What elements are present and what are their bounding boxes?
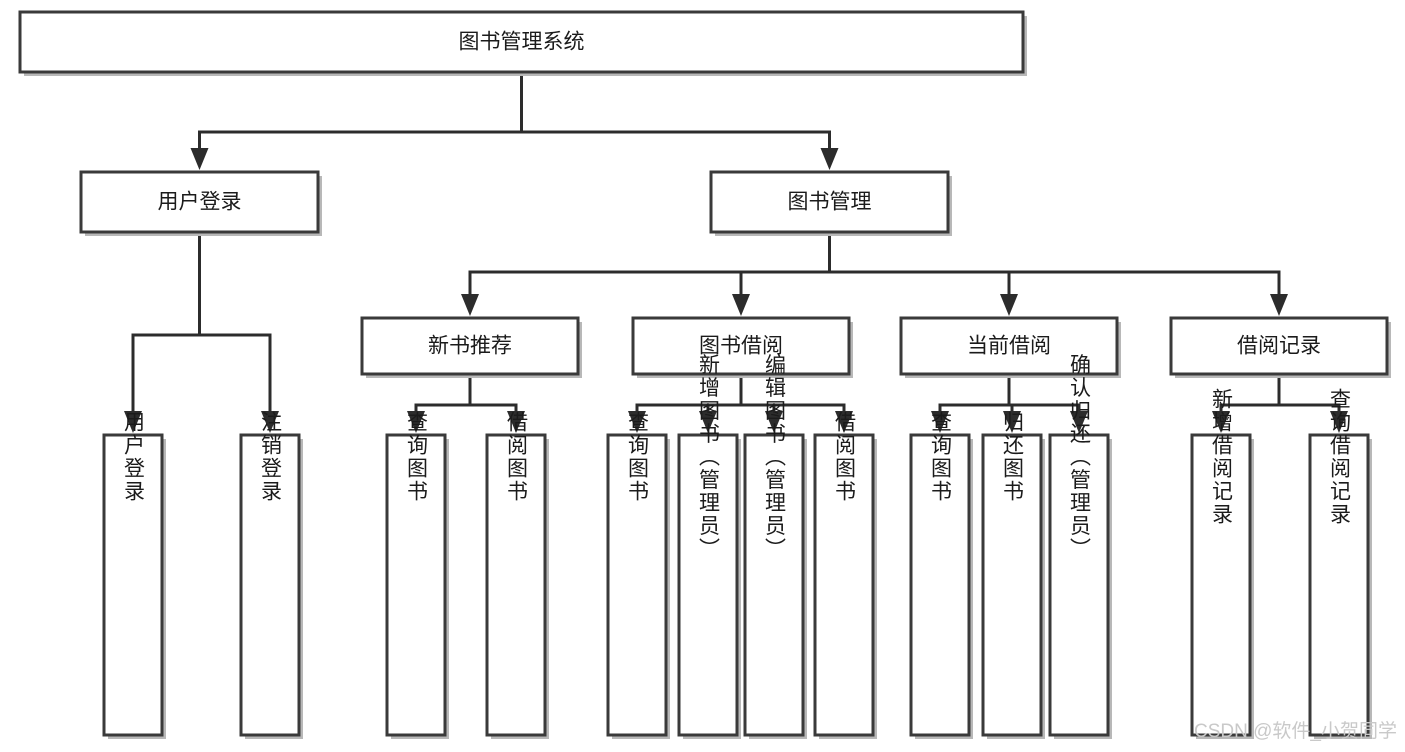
node-label: 借阅图书	[833, 411, 857, 503]
connector-arrowhead	[1000, 294, 1018, 316]
node-label: 图书管理系统	[459, 31, 585, 54]
connector-arrowhead	[1270, 294, 1288, 316]
node-rect[interactable]	[606, 433, 668, 737]
node-label: 用户登录	[122, 411, 146, 503]
connector-arrowhead	[835, 411, 853, 433]
node-label: 借阅图书	[505, 411, 529, 503]
connector-arrowhead	[461, 294, 479, 316]
node-rect[interactable]	[1169, 316, 1389, 376]
node-rect[interactable]	[385, 433, 447, 737]
node-current-borrow[interactable]: 当前借阅	[899, 316, 1121, 378]
node-rect[interactable]	[1308, 433, 1370, 737]
connector-arrowhead	[407, 411, 425, 433]
connector-arrowhead	[1330, 411, 1348, 433]
node-leaf-user-logout[interactable]: 注销登录	[239, 411, 303, 739]
watermark-text: CSDN @软件_小贺同学	[1194, 721, 1397, 742]
node-borrow-record[interactable]: 借阅记录	[1169, 316, 1391, 378]
node-rect[interactable]	[79, 170, 320, 234]
node-leaf-return-book[interactable]: 归还图书	[981, 411, 1045, 739]
node-rect[interactable]	[743, 433, 805, 737]
connector-layer	[124, 70, 1348, 433]
node-label: 查询图书	[929, 411, 953, 503]
node-rect[interactable]	[631, 316, 851, 376]
node-rect[interactable]	[102, 433, 164, 737]
node-leaf-query-book-cur[interactable]: 查询图书	[909, 411, 973, 739]
node-leaf-borrow-book-rec[interactable]: 借阅图书	[485, 411, 549, 739]
node-rect[interactable]	[813, 433, 875, 737]
node-new-book-recommend[interactable]: 新书推荐	[360, 316, 582, 378]
node-leaf-borrow-book[interactable]: 借阅图书	[813, 411, 877, 739]
node-layer: 图书管理系统用户登录图书管理新书推荐图书借阅当前借阅借阅记录用户登录注销登录查询…	[18, 10, 1391, 740]
node-book-borrow[interactable]: 图书借阅	[631, 316, 853, 378]
node-book-manage[interactable]: 图书管理	[709, 170, 952, 236]
node-leaf-add-record[interactable]: 新增借阅记录	[1190, 388, 1254, 739]
node-leaf-confirm-return[interactable]: 确认归还（管理员）	[1048, 354, 1112, 740]
node-rect[interactable]	[909, 433, 971, 737]
node-label: 借阅记录	[1237, 335, 1321, 358]
connector-arrowhead	[1003, 411, 1021, 433]
node-label: 新书推荐	[428, 335, 512, 358]
node-rect[interactable]	[709, 170, 950, 234]
node-leaf-user-login[interactable]: 用户登录	[102, 411, 166, 739]
connector-arrowhead	[820, 148, 839, 170]
node-label: 查询图书	[405, 411, 429, 503]
connector-arrowhead	[732, 294, 750, 316]
connector-arrowhead	[507, 411, 525, 433]
node-label: 用户登录	[158, 191, 242, 214]
node-label: 确认归还（管理员）	[1068, 354, 1092, 561]
node-user-login[interactable]: 用户登录	[79, 170, 322, 236]
node-rect[interactable]	[18, 10, 1025, 74]
connector-arrowhead	[765, 411, 783, 433]
connector-arrowhead	[124, 411, 142, 433]
node-label: 注销登录	[259, 411, 283, 503]
node-label: 查询借阅记录	[1328, 388, 1352, 526]
node-rect[interactable]	[1048, 433, 1110, 737]
node-leaf-query-book-rec[interactable]: 查询图书	[385, 411, 449, 739]
node-label: 图书管理	[788, 191, 872, 214]
node-rect[interactable]	[360, 316, 580, 376]
node-label: 归还图书	[1001, 411, 1025, 503]
node-leaf-edit-book[interactable]: 编辑图书（管理员）	[743, 354, 807, 740]
node-label: 查询图书	[626, 411, 650, 503]
connector-arrowhead	[699, 411, 717, 433]
node-leaf-query-record[interactable]: 查询借阅记录	[1308, 388, 1372, 739]
connector-arrowhead	[931, 411, 949, 433]
connector-arrowhead	[261, 411, 279, 433]
node-label: 当前借阅	[967, 335, 1051, 358]
node-rect[interactable]	[899, 316, 1119, 376]
connector-arrowhead	[1070, 411, 1088, 433]
node-label: 图书借阅	[699, 335, 783, 358]
node-leaf-add-book[interactable]: 新增图书（管理员）	[677, 354, 741, 740]
node-rect[interactable]	[981, 433, 1043, 737]
node-rect[interactable]	[677, 433, 739, 737]
node-rect[interactable]	[239, 433, 301, 737]
node-rect[interactable]	[1190, 433, 1252, 737]
node-root[interactable]: 图书管理系统	[18, 10, 1027, 76]
connector-arrowhead	[628, 411, 646, 433]
node-leaf-query-book-borrow[interactable]: 查询图书	[606, 411, 670, 739]
connector-arrowhead	[190, 148, 209, 170]
node-label: 新增图书（管理员）	[697, 354, 721, 561]
node-label: 新增借阅记录	[1210, 388, 1234, 526]
node-label: 编辑图书（管理员）	[763, 354, 787, 561]
node-rect[interactable]	[485, 433, 547, 737]
connector-arrowhead	[1212, 411, 1230, 433]
